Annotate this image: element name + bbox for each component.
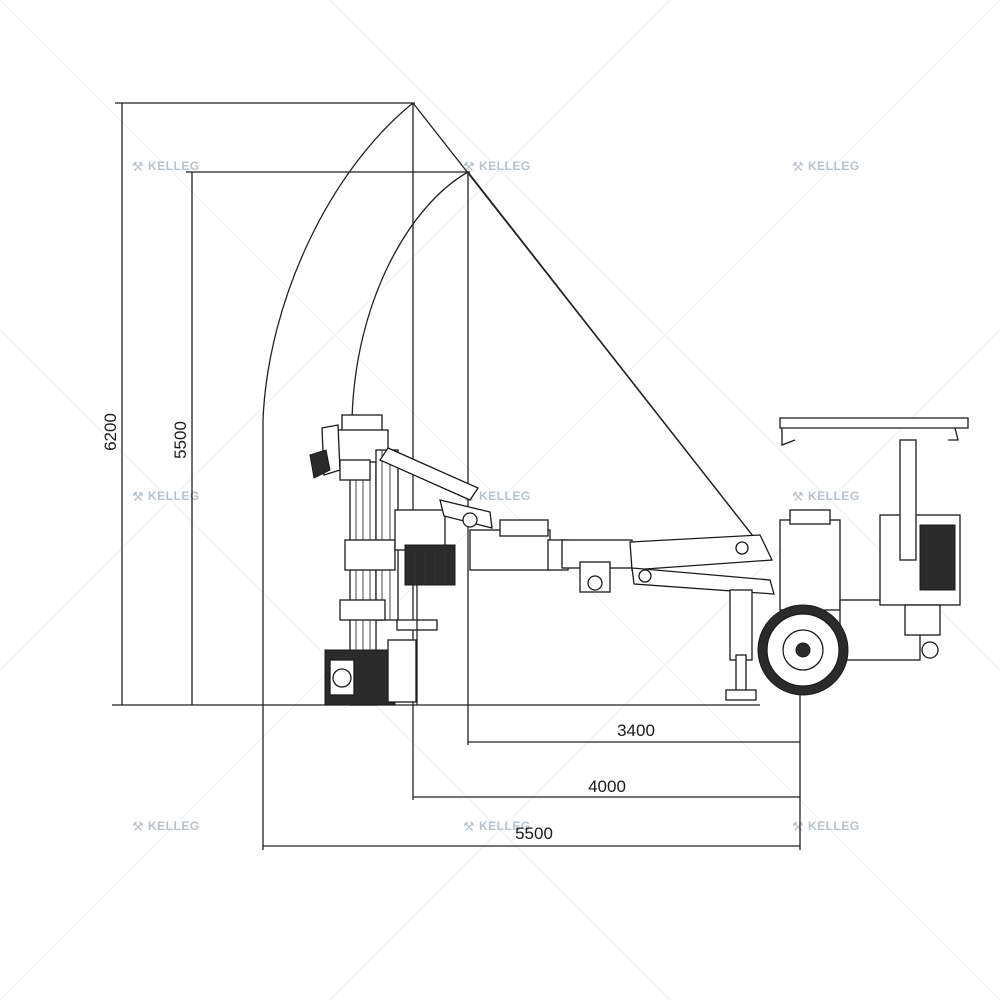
svg-text:5500: 5500 [515, 824, 553, 843]
front-jack [725, 589, 757, 701]
kelleg-logo-icon: ⚒ [463, 820, 475, 835]
svg-text:KELLEG: KELLEG [148, 159, 200, 173]
operator-canopy [779, 417, 969, 446]
carrier-wheel [757, 604, 849, 696]
watermark-bottom-center: ⚒ KELLEG [463, 819, 531, 835]
svg-text:KELLEG: KELLEG [479, 489, 531, 503]
boom-line-min [467, 171, 761, 546]
carrier-body [779, 439, 961, 661]
dimension-label-5500-vertical: 5500 [171, 421, 190, 459]
kelleg-logo-icon: ⚒ [463, 160, 475, 175]
lift-cylinder [379, 447, 493, 529]
outer-reach-arc [262, 102, 414, 850]
svg-text:KELLEG: KELLEG [808, 489, 860, 503]
svg-text:KELLEG: KELLEG [808, 819, 860, 833]
watermark-mid-left: ⚒ KELLEG [132, 489, 200, 505]
kelleg-logo-icon: ⚒ [132, 490, 144, 505]
svg-text:3400: 3400 [617, 721, 655, 740]
svg-text:KELLEG: KELLEG [479, 159, 531, 173]
dimension-reach-3400: 3400 [468, 721, 800, 743]
kelleg-logo-icon: ⚒ [132, 160, 144, 175]
dimension-height-min: 5500 [171, 171, 470, 705]
svg-text:KELLEG: KELLEG [148, 819, 200, 833]
inner-reach-arc [351, 171, 469, 421]
watermark-mid-right: ⚒ KELLEG [792, 489, 860, 505]
kelleg-logo-icon: ⚒ [792, 490, 804, 505]
svg-text:KELLEG: KELLEG [479, 819, 531, 833]
dimension-reach-4000: 4000 [413, 777, 800, 798]
watermark-top-left: ⚒ KELLEG [132, 159, 200, 175]
main-boom [469, 519, 775, 595]
kelleg-logo-icon: ⚒ [132, 820, 144, 835]
swing-head [394, 509, 456, 705]
svg-text:KELLEG: KELLEG [808, 159, 860, 173]
dimension-label-6200: 6200 [101, 413, 120, 451]
svg-text:KELLEG: KELLEG [148, 489, 200, 503]
watermark-top-center: ⚒ KELLEG [463, 159, 531, 175]
watermark-top-right: ⚒ KELLEG [792, 159, 860, 175]
dimension-reach-5500: 5500 [263, 824, 800, 847]
kelleg-logo-icon: ⚒ [792, 820, 804, 835]
dimension-height-max: 6200 [101, 102, 415, 705]
watermark-bottom-left: ⚒ KELLEG [132, 819, 200, 835]
svg-text:4000: 4000 [588, 777, 626, 796]
kelleg-logo-icon: ⚒ [792, 160, 804, 175]
rock-drill [309, 424, 371, 481]
watermark-bottom-right: ⚒ KELLEG [792, 819, 860, 835]
